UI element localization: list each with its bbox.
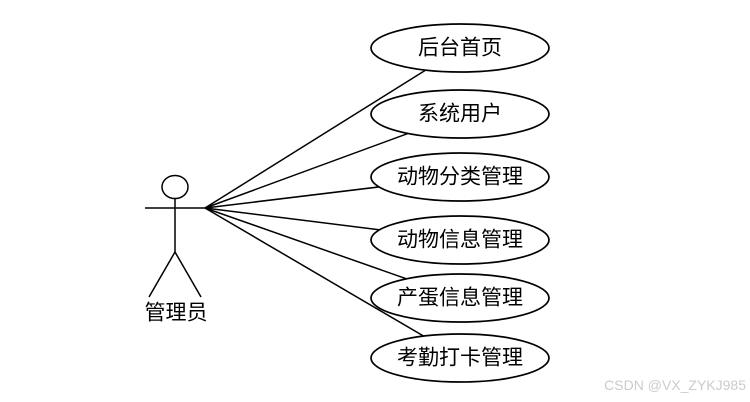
- use-case-label-animal-info: 动物信息管理: [397, 229, 523, 252]
- actor-head: [161, 174, 189, 200]
- use-case-ellipse-egg-info: [370, 273, 550, 323]
- actor-right-leg: [174, 251, 202, 298]
- use-case-ellipse-animal-info: [370, 215, 550, 265]
- use-case-ellipse-animal-category: [370, 152, 550, 202]
- use-case-label-animal-category: 动物分类管理: [397, 166, 523, 189]
- use-case-label-attendance: 考勤打卡管理: [397, 347, 523, 370]
- actor-left-leg: [148, 251, 176, 298]
- use-case-labels: 后台首页 系统用户 动物分类管理 动物信息管理 产蛋信息管理 考勤打卡管理: [397, 37, 523, 370]
- watermark-text: CSDN @VX_ZYKJ985: [604, 377, 746, 393]
- use-case-ellipse-attendance: [370, 333, 550, 383]
- use-case-label-system-user: 系统用户: [418, 103, 502, 126]
- association-line-attendance: [204, 207, 462, 359]
- use-case-ellipse-backend-home: [370, 23, 550, 73]
- use-case-label-egg-info: 产蛋信息管理: [397, 287, 523, 310]
- association-lines: [204, 47, 462, 359]
- use-case-ellipse-system-user: [370, 89, 550, 139]
- use-case-label-backend-home: 后台首页: [418, 37, 502, 60]
- association-line-backend-home: [204, 47, 462, 209]
- actor-admin-figure: [145, 174, 205, 298]
- actor-label: 管理员: [145, 302, 208, 325]
- use-case-ellipses: [370, 23, 550, 383]
